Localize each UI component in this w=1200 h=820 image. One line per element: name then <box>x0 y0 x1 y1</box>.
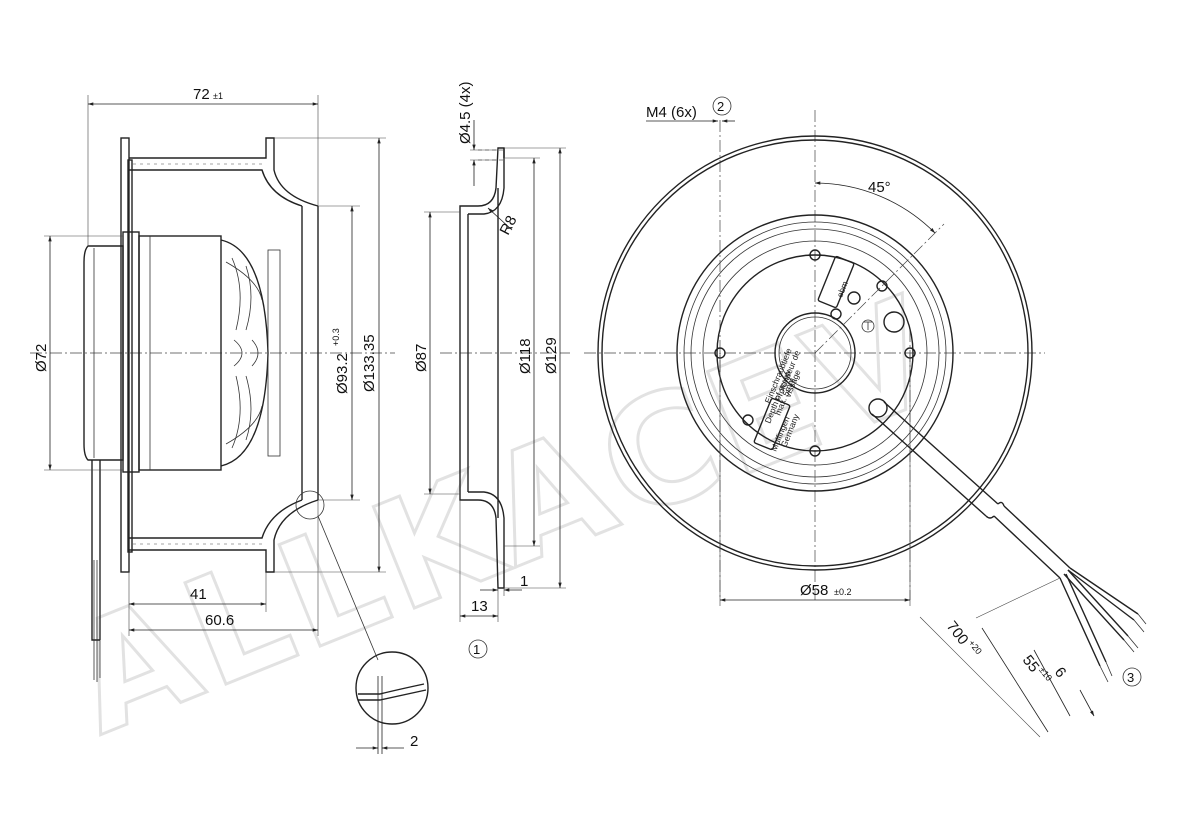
dim-len-60: 60.6 <box>205 612 234 629</box>
dim-dia-93: Ø93.2 <box>334 353 351 394</box>
dim-dia-72: Ø72 <box>33 344 50 372</box>
dim-dia-133: Ø133.35 <box>361 334 378 392</box>
side-view: 72 ±1 Ø72 Ø93.2 +0.3 Ø133.35 41 60.6 <box>30 86 429 754</box>
dim-dia-118: Ø118 <box>517 338 534 374</box>
dim-radius: R8 <box>497 213 521 238</box>
dim-len-13: 13 <box>471 598 488 615</box>
dim-cable-55: 55 <box>1019 652 1043 676</box>
watermark: ALLKACEV <box>47 262 965 770</box>
callout-3: 3 <box>1127 670 1134 685</box>
dim-dia-87: Ø87 <box>413 344 430 372</box>
dim-angle: 45° <box>868 179 891 196</box>
front-view: Einschraubtiefe Profondeur de vissage De… <box>584 96 1147 738</box>
dim-m4: M4 (6x) <box>646 104 697 121</box>
dim-detail-2: 2 <box>410 733 418 750</box>
dim-width-72: 72 <box>193 86 210 103</box>
dim-width-72-tol: ±1 <box>213 91 223 101</box>
dim-cable-6: 6 <box>1051 664 1070 681</box>
callout-2: 2 <box>717 99 724 114</box>
dim-len-1: 1 <box>520 573 528 590</box>
m4-holes <box>714 249 916 457</box>
dim-len-41: 41 <box>190 586 207 603</box>
callout-1: 1 <box>473 642 480 657</box>
dim-dia-58-tol: ±0.2 <box>834 587 851 597</box>
dim-dia-129: Ø129 <box>543 337 560 374</box>
dim-cable-700-tol: +20 <box>967 638 984 656</box>
dim-dia-93-tol: +0.3 <box>331 328 341 346</box>
dim-hole: Ø4.5 (4x) <box>457 81 474 144</box>
watermark-text: ALLKACEV <box>48 264 963 769</box>
dim-dia-58: Ø58 <box>800 582 828 599</box>
